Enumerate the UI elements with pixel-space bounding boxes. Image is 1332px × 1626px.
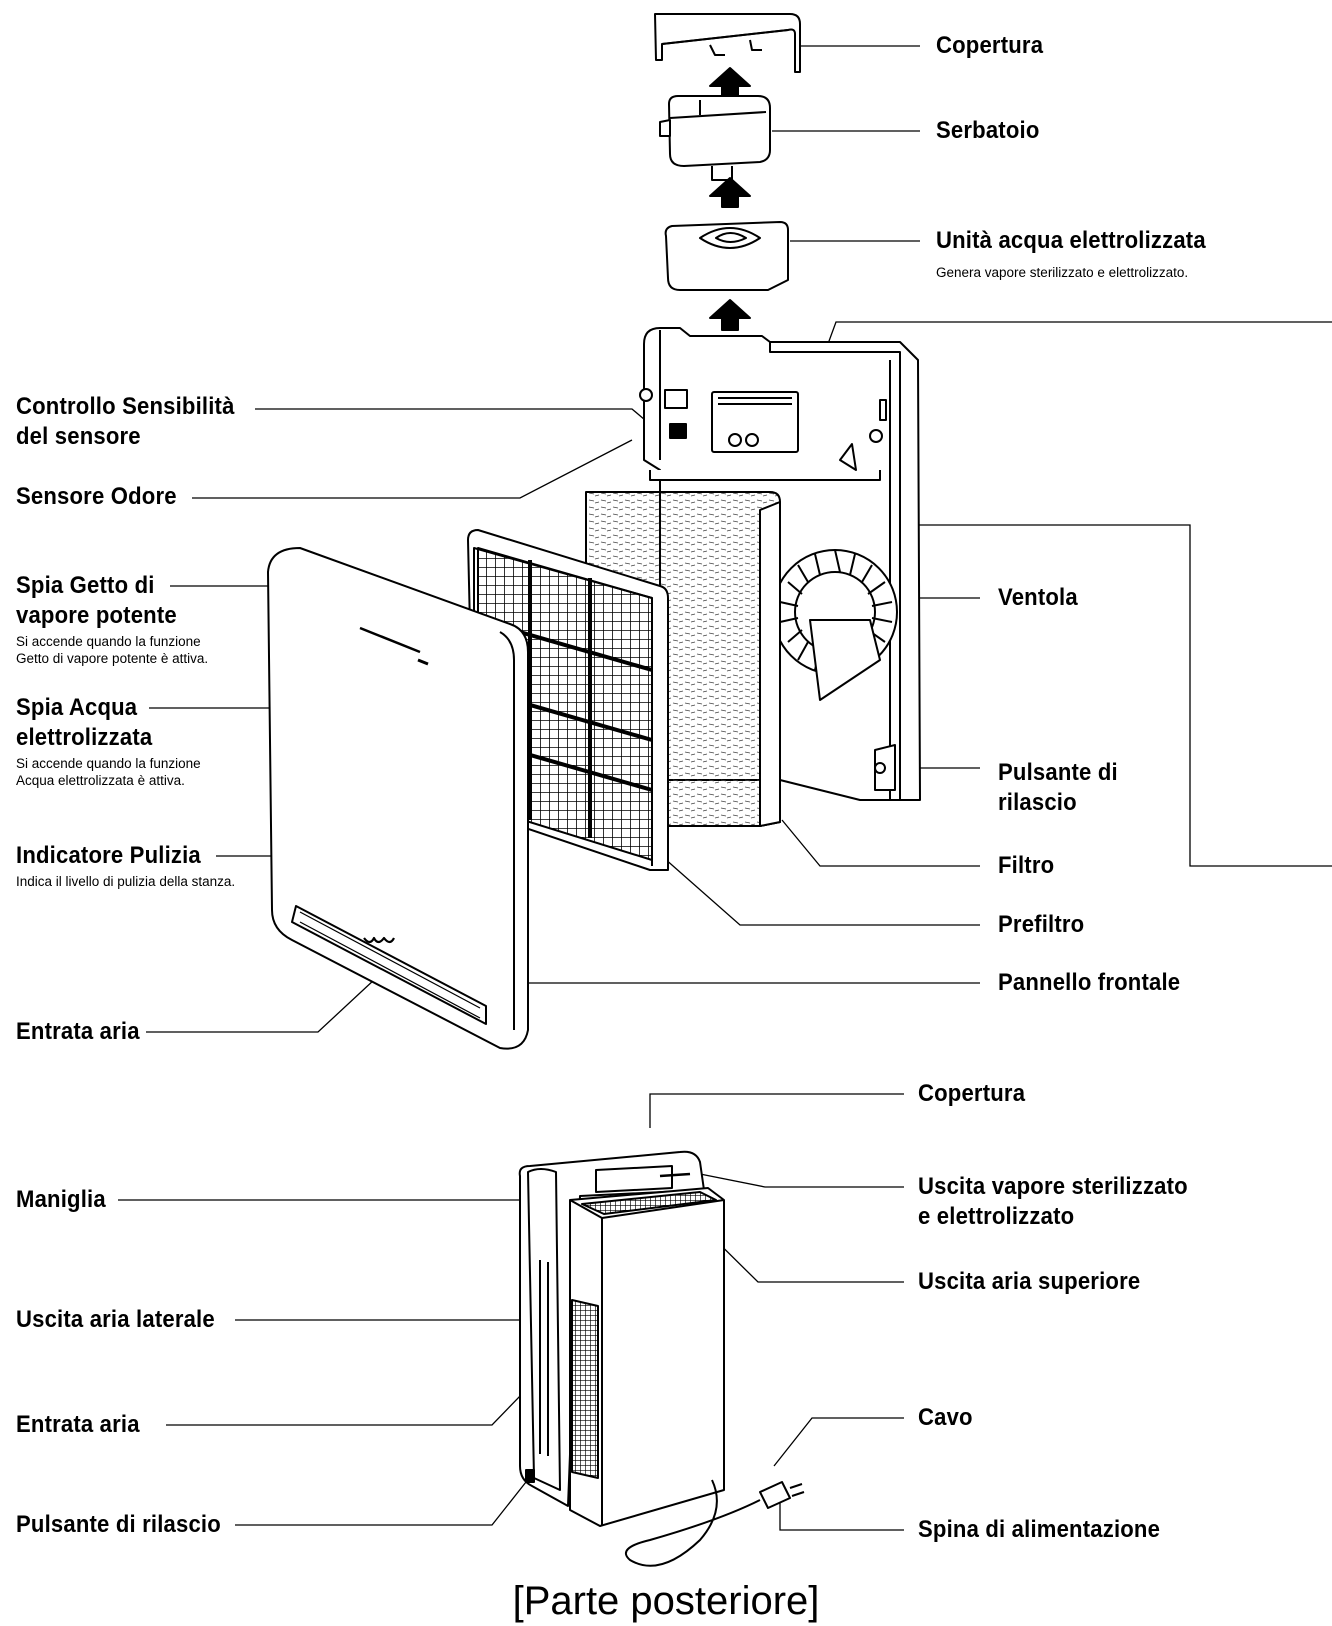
desc-indicatore-pulizia: Indica il livello di pulizia della stanz… [16, 874, 236, 889]
label-uscita-vapore-line2: e elettrolizzato [918, 1203, 1075, 1230]
label-filtro: Filtro [998, 852, 1055, 879]
label-spia-getto-line1: Spia Getto di [16, 572, 155, 599]
label-pulsante-rilascio-bottom: Pulsante di rilascio [16, 1511, 221, 1538]
label-ventola: Ventola [998, 584, 1078, 611]
desc-spia-getto-2: Getto di vapore potente è attiva. [16, 651, 209, 666]
label-spia-acqua-line1: Spia Acqua [16, 694, 138, 721]
label-entrata-aria-top: Entrata aria [16, 1018, 140, 1045]
leader-lines [118, 45, 1332, 1531]
label-unita-acqua: Unità acqua elettrolizzata [936, 227, 1206, 254]
label-uscita-aria-laterale: Uscita aria laterale [16, 1306, 215, 1333]
label-sensore-odore: Sensore Odore [16, 483, 177, 510]
label-uscita-aria-superiore: Uscita aria superiore [918, 1268, 1141, 1295]
label-copertura-top: Copertura [936, 32, 1044, 59]
label-spina: Spina di alimentazione [918, 1516, 1161, 1543]
desc-spia-acqua-1: Si accende quando la funzione [16, 756, 201, 771]
desc-spia-acqua-2: Acqua elettrolizzata è attiva. [16, 773, 185, 788]
label-serbatoio: Serbatoio [936, 117, 1040, 144]
rear-view-illustration [518, 1150, 805, 1567]
label-pulsante-rilascio-line2: rilascio [998, 789, 1077, 816]
label-pulsante-rilascio-line1: Pulsante di [998, 759, 1118, 786]
label-pannello-frontale: Pannello frontale [998, 969, 1181, 996]
label-spia-getto-line2: vapore potente [16, 602, 177, 629]
desc-spia-getto-1: Si accende quando la funzione [16, 634, 201, 649]
label-maniglia: Maniglia [16, 1186, 106, 1213]
label-spia-acqua-line2: elettrolizzata [16, 724, 153, 751]
desc-unita-acqua: Genera vapore sterilizzato e elettrolizz… [936, 265, 1189, 280]
label-indicatore-pulizia: Indicatore Pulizia [16, 842, 201, 869]
label-uscita-vapore-line1: Uscita vapore sterilizzato [918, 1173, 1188, 1200]
fan-assembly [772, 549, 898, 701]
label-entrata-aria-bottom: Entrata aria [16, 1411, 140, 1438]
label-controllo-line2: del sensore [16, 423, 141, 450]
label-controllo-line1: Controllo Sensibilità [16, 393, 235, 420]
exploded-illustration [267, 13, 921, 1050]
figure-caption: [Parte posteriore] [512, 1579, 820, 1623]
label-cavo: Cavo [918, 1404, 973, 1431]
label-prefiltro: Prefiltro [998, 911, 1085, 938]
label-copertura-bottom: Copertura [918, 1080, 1026, 1107]
